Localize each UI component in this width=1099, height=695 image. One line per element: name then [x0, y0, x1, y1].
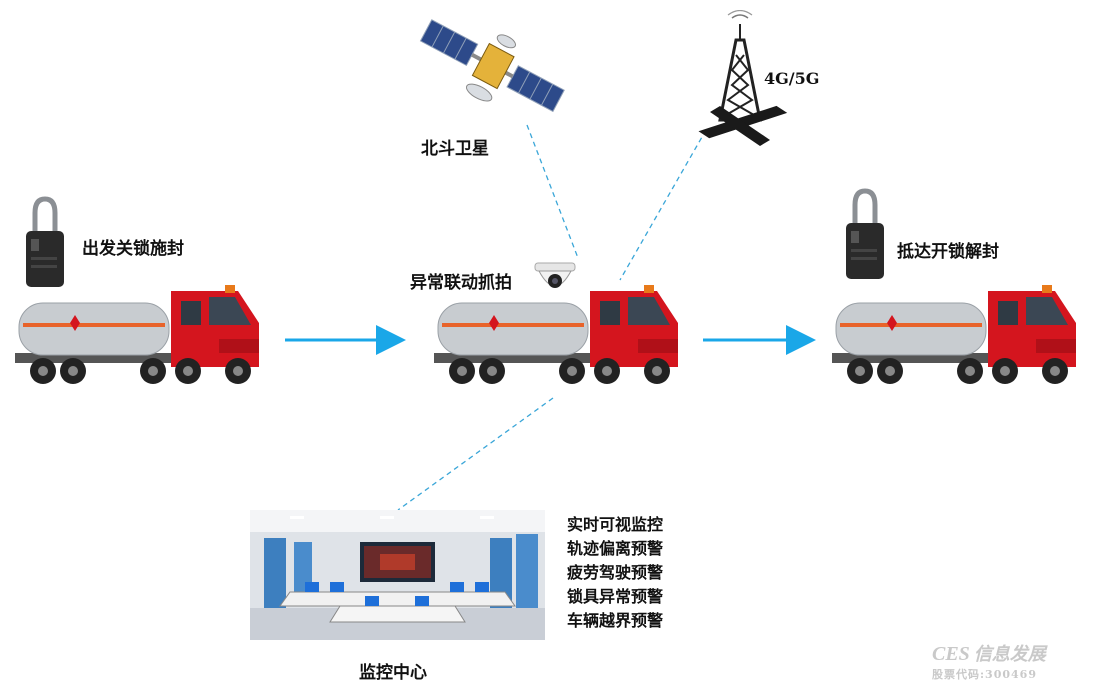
watermark-stock: 股票代码:300469 — [932, 668, 1037, 681]
middle-label: 异常联动抓拍 — [410, 273, 512, 293]
truck-end — [830, 283, 1080, 388]
truck-start — [13, 283, 263, 388]
start-label: 出发关锁施封 — [82, 239, 184, 259]
feature-item: 实时可视监控 — [567, 515, 664, 534]
feature-item: 车辆越界预警 — [567, 611, 664, 630]
tanker-truck-icon — [15, 285, 259, 384]
truck-middle — [432, 283, 682, 388]
control-room-image — [250, 510, 545, 640]
cell-tower-icon — [698, 9, 788, 146]
electronic-lock-icon — [22, 195, 67, 290]
watermark-brand: CES — [932, 643, 970, 665]
satellite-label: 北斗卫星 — [421, 139, 489, 159]
satellite-icon — [419, 19, 565, 113]
link-satellite-to-truck — [526, 124, 579, 259]
watermark-brand-suffix: 信息发展 — [973, 644, 1046, 665]
dome-camera-icon — [533, 261, 577, 299]
end-label: 抵达开锁解封 — [897, 242, 999, 262]
satellite-node — [415, 15, 565, 125]
tanker-truck-icon — [832, 285, 1076, 384]
tanker-truck-icon — [434, 285, 678, 384]
monitor-center-label: 监控中心 — [359, 663, 427, 683]
feature-item: 轨迹偏离预警 — [567, 539, 664, 558]
feature-item: 疲劳驾驶预警 — [567, 563, 664, 582]
link-tower-to-truck — [619, 129, 707, 281]
link-truck-to-center — [397, 397, 554, 511]
tower-label: 4G/5G — [764, 69, 820, 88]
feature-list: 实时可视监控 轨迹偏离预警 疲劳驾驶预警 锁具异常预警 车辆越界预警 — [567, 513, 663, 633]
tower-node — [690, 9, 790, 150]
electronic-lock-icon — [842, 187, 887, 282]
feature-item: 锁具异常预警 — [567, 587, 664, 606]
